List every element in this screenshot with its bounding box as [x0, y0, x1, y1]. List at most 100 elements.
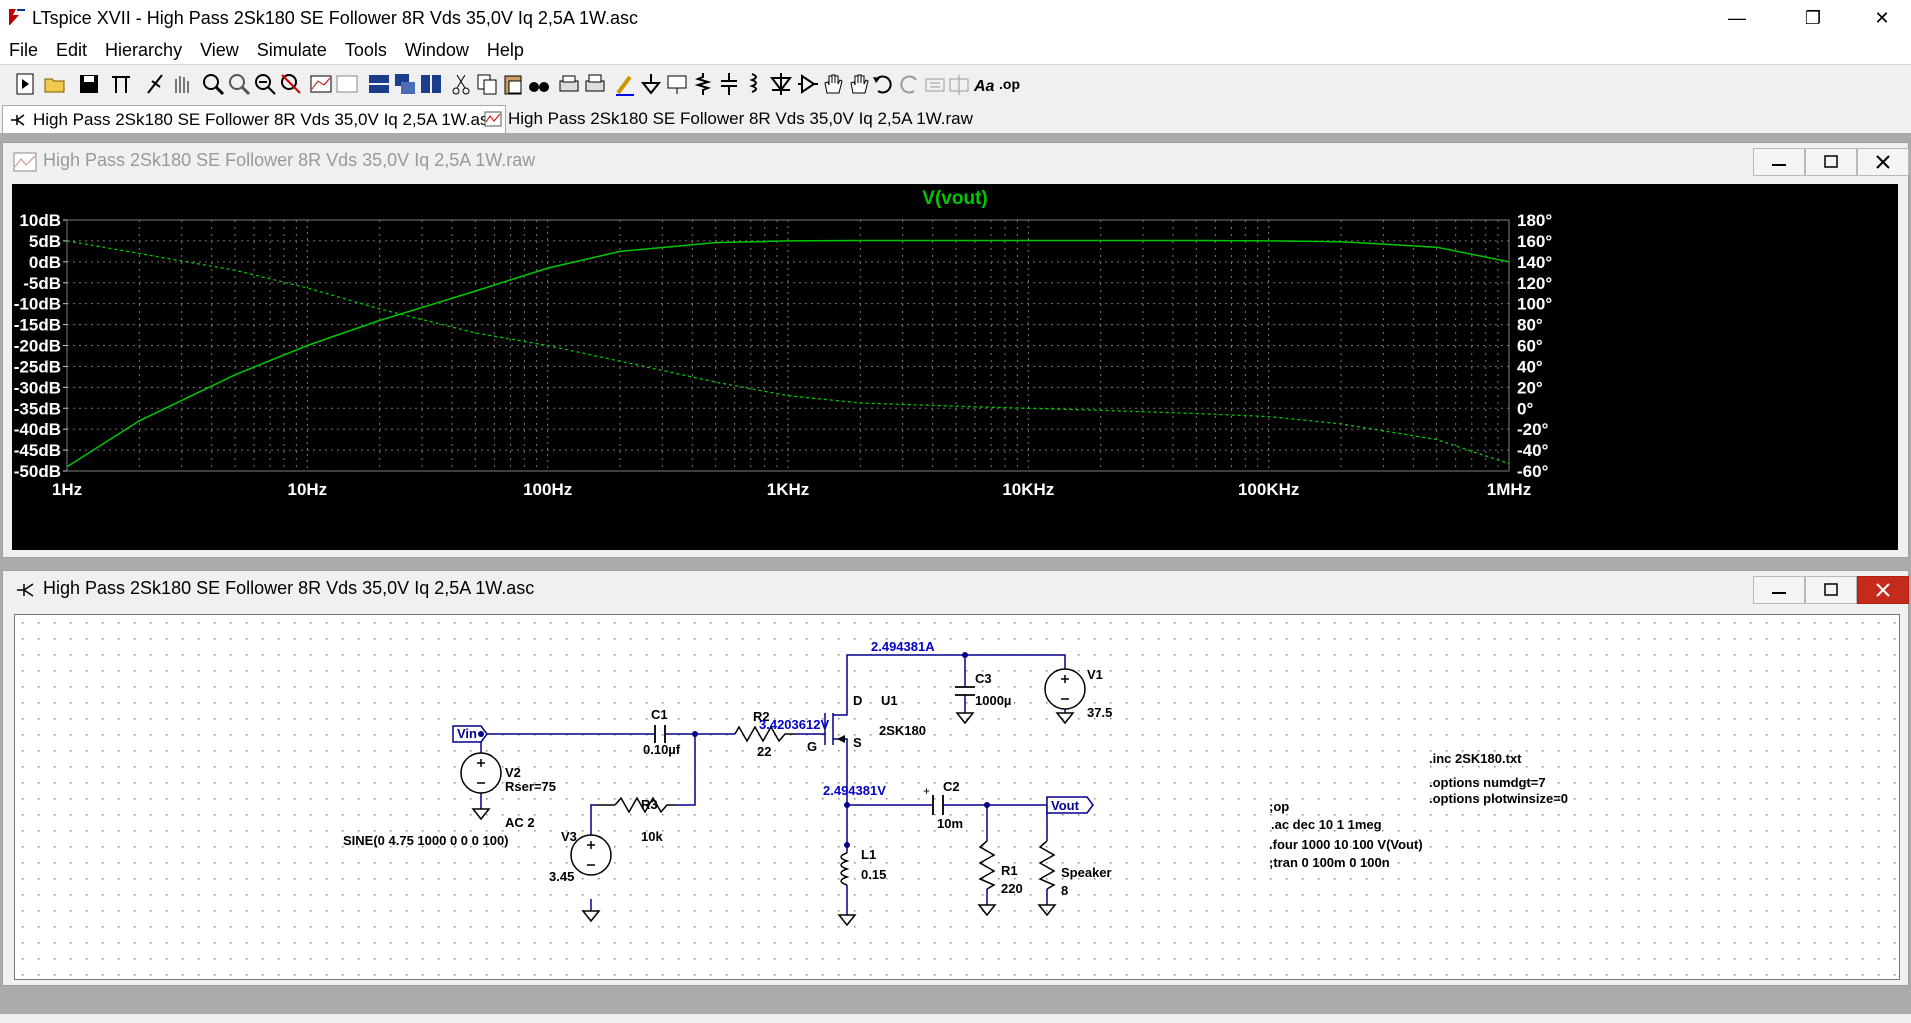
autorange-icon[interactable] — [308, 71, 334, 97]
tab-waveform[interactable]: High Pass 2Sk180 SE Follower 8R Vds 35,0… — [478, 105, 981, 132]
copy-icon[interactable] — [474, 71, 500, 97]
label-net-icon[interactable] — [664, 71, 690, 97]
menu-tools[interactable]: Tools — [344, 40, 387, 60]
resistor-icon[interactable] — [690, 71, 716, 97]
r1-value: 220 — [1001, 881, 1023, 896]
waveform-maximize-button[interactable] — [1805, 148, 1857, 176]
run-icon[interactable] — [142, 71, 168, 97]
c2-name: C2 — [943, 779, 960, 794]
find-icon[interactable] — [526, 71, 552, 97]
resistor-r3[interactable] — [595, 796, 675, 814]
diode-icon[interactable] — [768, 71, 794, 97]
move-hand-icon[interactable] — [820, 71, 846, 97]
capacitor-icon[interactable] — [716, 71, 742, 97]
gate-voltage-label: 3.4203612V — [759, 717, 829, 732]
inductor-l1[interactable] — [840, 852, 850, 886]
v1-value: 37.5 — [1087, 705, 1112, 720]
tab-schematic-label: High Pass 2Sk180 SE Follower 8R Vds 35,0… — [33, 110, 497, 129]
r2-name: R2 — [753, 709, 770, 724]
directive-inc[interactable]: .inc 2SK180.txt — [1429, 751, 1522, 766]
title-bar: LTspice XVII - High Pass 2Sk180 SE Follo… — [0, 0, 1911, 36]
menu-simulate[interactable]: Simulate — [256, 40, 327, 60]
draw-wire-icon[interactable] — [612, 71, 638, 97]
spice-directive-icon[interactable]: .op — [998, 71, 1024, 97]
mosfet-u1[interactable] — [837, 735, 845, 743]
cut-icon[interactable] — [448, 71, 474, 97]
menu-window[interactable]: Window — [404, 40, 469, 60]
menu-hierarchy[interactable]: Hierarchy — [105, 40, 183, 60]
v3-value: 3.45 — [549, 869, 574, 884]
schematic-canvas[interactable]: + Vin Vout — [14, 614, 1900, 980]
pan-icon[interactable] — [226, 71, 252, 97]
directive-plotwinsize[interactable]: .options plotwinsize=0 — [1429, 791, 1568, 806]
minimize-button[interactable]: — — [1728, 8, 1746, 28]
mirror-icon[interactable] — [946, 71, 972, 97]
y-right-tick-label: 140° — [1517, 253, 1552, 272]
directive-tran[interactable]: ;tran 0 100m 0 100n — [1269, 855, 1390, 870]
schematic-maximize-button[interactable] — [1805, 576, 1857, 604]
directive-four[interactable]: .four 1000 10 100 V(Vout) — [1269, 837, 1423, 852]
waveform-minimize-button[interactable] — [1753, 148, 1805, 176]
y-left-tick-label: -5dB — [23, 274, 61, 293]
ground-icon[interactable] — [638, 71, 664, 97]
resistor-speaker[interactable] — [1038, 840, 1056, 890]
rotate-icon[interactable] — [922, 71, 948, 97]
resistor-r1[interactable] — [978, 840, 996, 890]
paste-icon[interactable] — [500, 71, 526, 97]
zoom-out-icon[interactable] — [252, 71, 278, 97]
maximize-icon — [1824, 583, 1838, 596]
drag-hand-icon[interactable] — [846, 71, 872, 97]
waveform-close-button[interactable] — [1857, 148, 1909, 176]
menu-help[interactable]: Help — [486, 40, 524, 60]
tile-horizontally-icon[interactable] — [366, 71, 392, 97]
capacitor-c1[interactable] — [654, 725, 666, 743]
plot-grid-icon[interactable] — [334, 71, 360, 97]
directive-ac[interactable]: .ac dec 10 1 1meg — [1271, 817, 1382, 832]
control-panel-icon[interactable] — [108, 71, 134, 97]
tile-vertically-icon[interactable] — [418, 71, 444, 97]
component-icon[interactable] — [794, 71, 820, 97]
capacitor-c2[interactable]: + — [923, 784, 944, 815]
net-flag-vin[interactable] — [452, 725, 488, 743]
directive-numdgt[interactable]: .options numdgt=7 — [1429, 775, 1546, 790]
voltage-source-v3[interactable] — [570, 834, 612, 876]
redo-icon[interactable] — [896, 71, 922, 97]
tab-schematic[interactable]: High Pass 2Sk180 SE Follower 8R Vds 35,0… — [2, 105, 506, 133]
print-icon[interactable] — [582, 71, 608, 97]
y-left-tick-label: -25dB — [14, 357, 61, 376]
voltage-source-v2[interactable] — [460, 752, 502, 794]
zoom-in-icon[interactable] — [200, 71, 226, 97]
v2-ac: AC 2 — [505, 815, 535, 830]
ground-l1 — [837, 914, 857, 927]
ground-v1 — [1055, 712, 1075, 725]
x-tick-label: 1MHz — [1487, 480, 1531, 499]
u1-name: U1 — [881, 693, 898, 708]
inductor-icon[interactable] — [742, 71, 768, 97]
net-flag-vout[interactable] — [1046, 796, 1094, 814]
schematic-minimize-button[interactable] — [1753, 576, 1805, 604]
save-icon[interactable] — [76, 71, 102, 97]
capacitor-c3[interactable] — [955, 686, 975, 696]
menu-view[interactable]: View — [200, 40, 239, 60]
voltage-source-v1[interactable] — [1044, 668, 1086, 710]
text-icon[interactable]: Aa — [972, 71, 998, 97]
directive-op[interactable]: ;op — [1269, 799, 1289, 814]
undo-icon[interactable] — [870, 71, 896, 97]
schematic-close-button[interactable] — [1857, 576, 1909, 604]
halt-icon[interactable] — [168, 71, 194, 97]
resistor-r2[interactable] — [734, 725, 795, 743]
open-folder-icon[interactable] — [42, 71, 68, 97]
print-setup-icon[interactable] — [556, 71, 582, 97]
restore-button[interactable]: ❐ — [1804, 8, 1822, 28]
menu-file[interactable]: File — [9, 40, 39, 60]
close-button[interactable]: ✕ — [1874, 8, 1890, 28]
trace-label[interactable]: V(vout) — [922, 188, 987, 209]
y-right-tick-label: 40° — [1517, 357, 1543, 376]
schematic-icon — [11, 114, 25, 126]
menu-edit[interactable]: Edit — [56, 40, 88, 60]
zoom-cancel-icon[interactable] — [278, 71, 304, 97]
ground-c3 — [955, 712, 975, 725]
cascade-icon[interactable] — [392, 71, 418, 97]
new-schematic-icon[interactable] — [12, 71, 38, 97]
